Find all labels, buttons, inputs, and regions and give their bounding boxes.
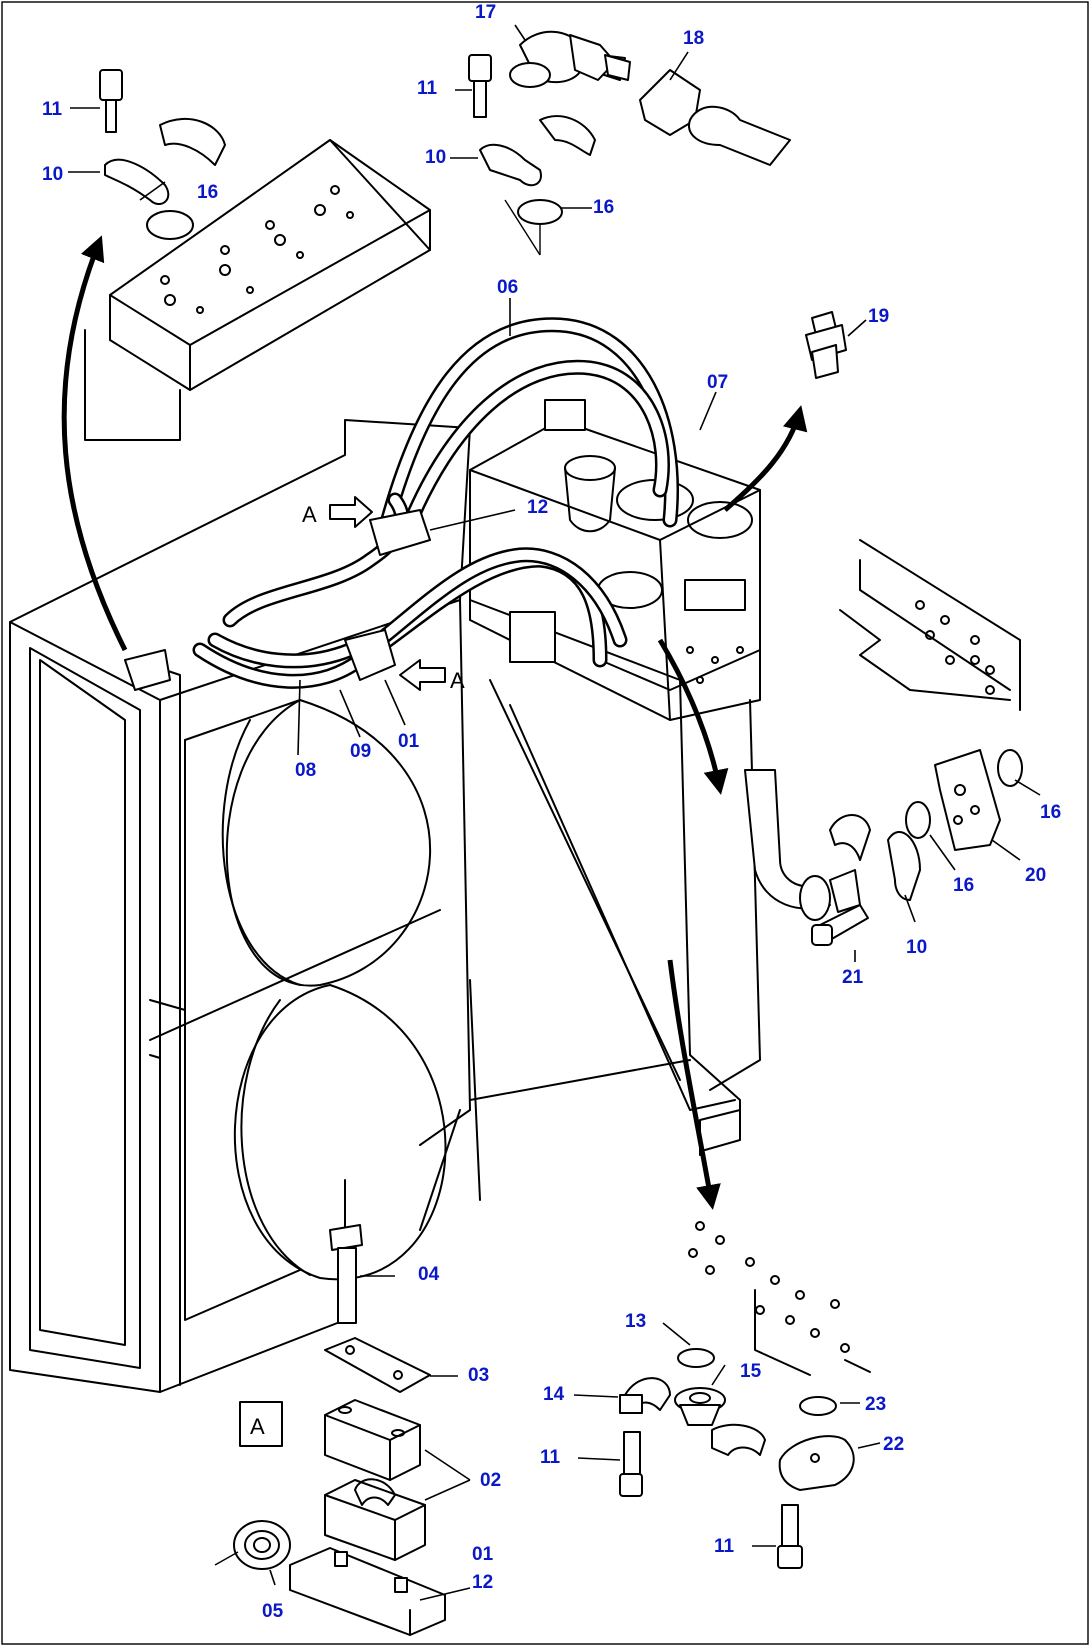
callout-21: 21 bbox=[842, 967, 864, 988]
callout-04: 04 bbox=[418, 1264, 440, 1285]
clamp-block-02-upper bbox=[324, 1399, 421, 1481]
callout-11: 11 bbox=[417, 78, 438, 99]
callout-14: 14 bbox=[543, 1384, 565, 1405]
clamp-half-15-side bbox=[711, 1423, 766, 1456]
callout-10: 10 bbox=[425, 147, 446, 168]
elbow-hose-right bbox=[744, 769, 861, 921]
mounting-plate-right bbox=[839, 539, 1021, 711]
callout-06: 06 bbox=[497, 277, 518, 298]
bolt-21 bbox=[811, 904, 869, 946]
view-mark-a-lower: A bbox=[450, 668, 465, 693]
cooler-frame bbox=[9, 419, 761, 1393]
callout-11: 11 bbox=[714, 1536, 735, 1557]
bolt-11-lower-right bbox=[777, 1504, 803, 1569]
callout-17: 17 bbox=[475, 2, 496, 23]
detail-label-box: A bbox=[239, 1401, 283, 1447]
adapter-19 bbox=[805, 311, 847, 379]
reference-arrows bbox=[61, 235, 808, 1210]
callout-01: 01 bbox=[472, 1544, 494, 1565]
bolt-11-lower-left bbox=[619, 1431, 643, 1497]
plate-03 bbox=[324, 1337, 431, 1393]
callout-07: 07 bbox=[707, 372, 728, 393]
callout-10: 10 bbox=[42, 164, 63, 185]
callout-16: 16 bbox=[1040, 802, 1061, 823]
callout-16: 16 bbox=[593, 197, 614, 218]
bolt-11-top-middle bbox=[468, 54, 492, 118]
clamp-half-top-left bbox=[104, 117, 226, 240]
o-ring-23 bbox=[799, 1396, 837, 1416]
callout-03: 03 bbox=[468, 1365, 489, 1386]
clamp-10-right bbox=[829, 814, 921, 901]
view-arrow-a-lower: A bbox=[399, 659, 465, 693]
callout-12: 12 bbox=[527, 497, 548, 518]
hoses bbox=[192, 317, 679, 689]
mounting-face-bottom bbox=[688, 1221, 871, 1376]
manifold-block-top-left bbox=[84, 139, 431, 441]
o-ring-16-right-a bbox=[997, 749, 1023, 787]
cover-plate-22 bbox=[778, 1435, 855, 1491]
callout-11: 11 bbox=[42, 99, 63, 120]
callout-09: 09 bbox=[350, 741, 371, 762]
view-arrow-a-upper: A bbox=[302, 496, 373, 528]
callout-16: 16 bbox=[953, 875, 974, 896]
grommet-05 bbox=[214, 1520, 291, 1570]
clamp-10-top-middle bbox=[479, 115, 596, 256]
callout-10: 10 bbox=[906, 937, 927, 958]
callout-05: 05 bbox=[262, 1601, 284, 1622]
base-plate-01 bbox=[289, 1547, 446, 1636]
detail-view-a-label: A bbox=[250, 1414, 265, 1439]
clamp-block-02-lower bbox=[324, 1478, 426, 1561]
callouts: 11 10 16 17 18 11 10 16 06 19 07 12 01 0… bbox=[42, 2, 1061, 1622]
o-ring-13 bbox=[677, 1348, 715, 1368]
callout-22: 22 bbox=[883, 1434, 904, 1455]
flange-20 bbox=[934, 749, 1001, 851]
bolt-04 bbox=[329, 1224, 363, 1324]
hose-clamp-front bbox=[124, 509, 431, 691]
callout-11: 11 bbox=[540, 1447, 561, 1468]
callout-23: 23 bbox=[865, 1394, 886, 1415]
callout-16: 16 bbox=[197, 182, 218, 203]
callout-19: 19 bbox=[868, 306, 889, 327]
clamp-14 bbox=[619, 1377, 671, 1414]
plug-15 bbox=[674, 1387, 726, 1426]
callout-18: 18 bbox=[683, 28, 704, 49]
callout-20: 20 bbox=[1025, 865, 1046, 886]
elbow-fitting-17 bbox=[509, 30, 631, 88]
callout-12: 12 bbox=[472, 1572, 493, 1593]
o-ring-16-right-b bbox=[905, 801, 931, 839]
callout-01: 01 bbox=[398, 731, 420, 752]
bolt-11-top-left bbox=[99, 69, 123, 133]
callout-15: 15 bbox=[740, 1361, 762, 1382]
view-mark-a-upper: A bbox=[302, 502, 317, 527]
hose-top-right bbox=[688, 105, 791, 166]
callout-13: 13 bbox=[625, 1311, 646, 1332]
callout-08: 08 bbox=[295, 760, 316, 781]
valve-block bbox=[469, 399, 761, 721]
leader-lines bbox=[68, 24, 1041, 1601]
callout-02: 02 bbox=[480, 1470, 501, 1491]
